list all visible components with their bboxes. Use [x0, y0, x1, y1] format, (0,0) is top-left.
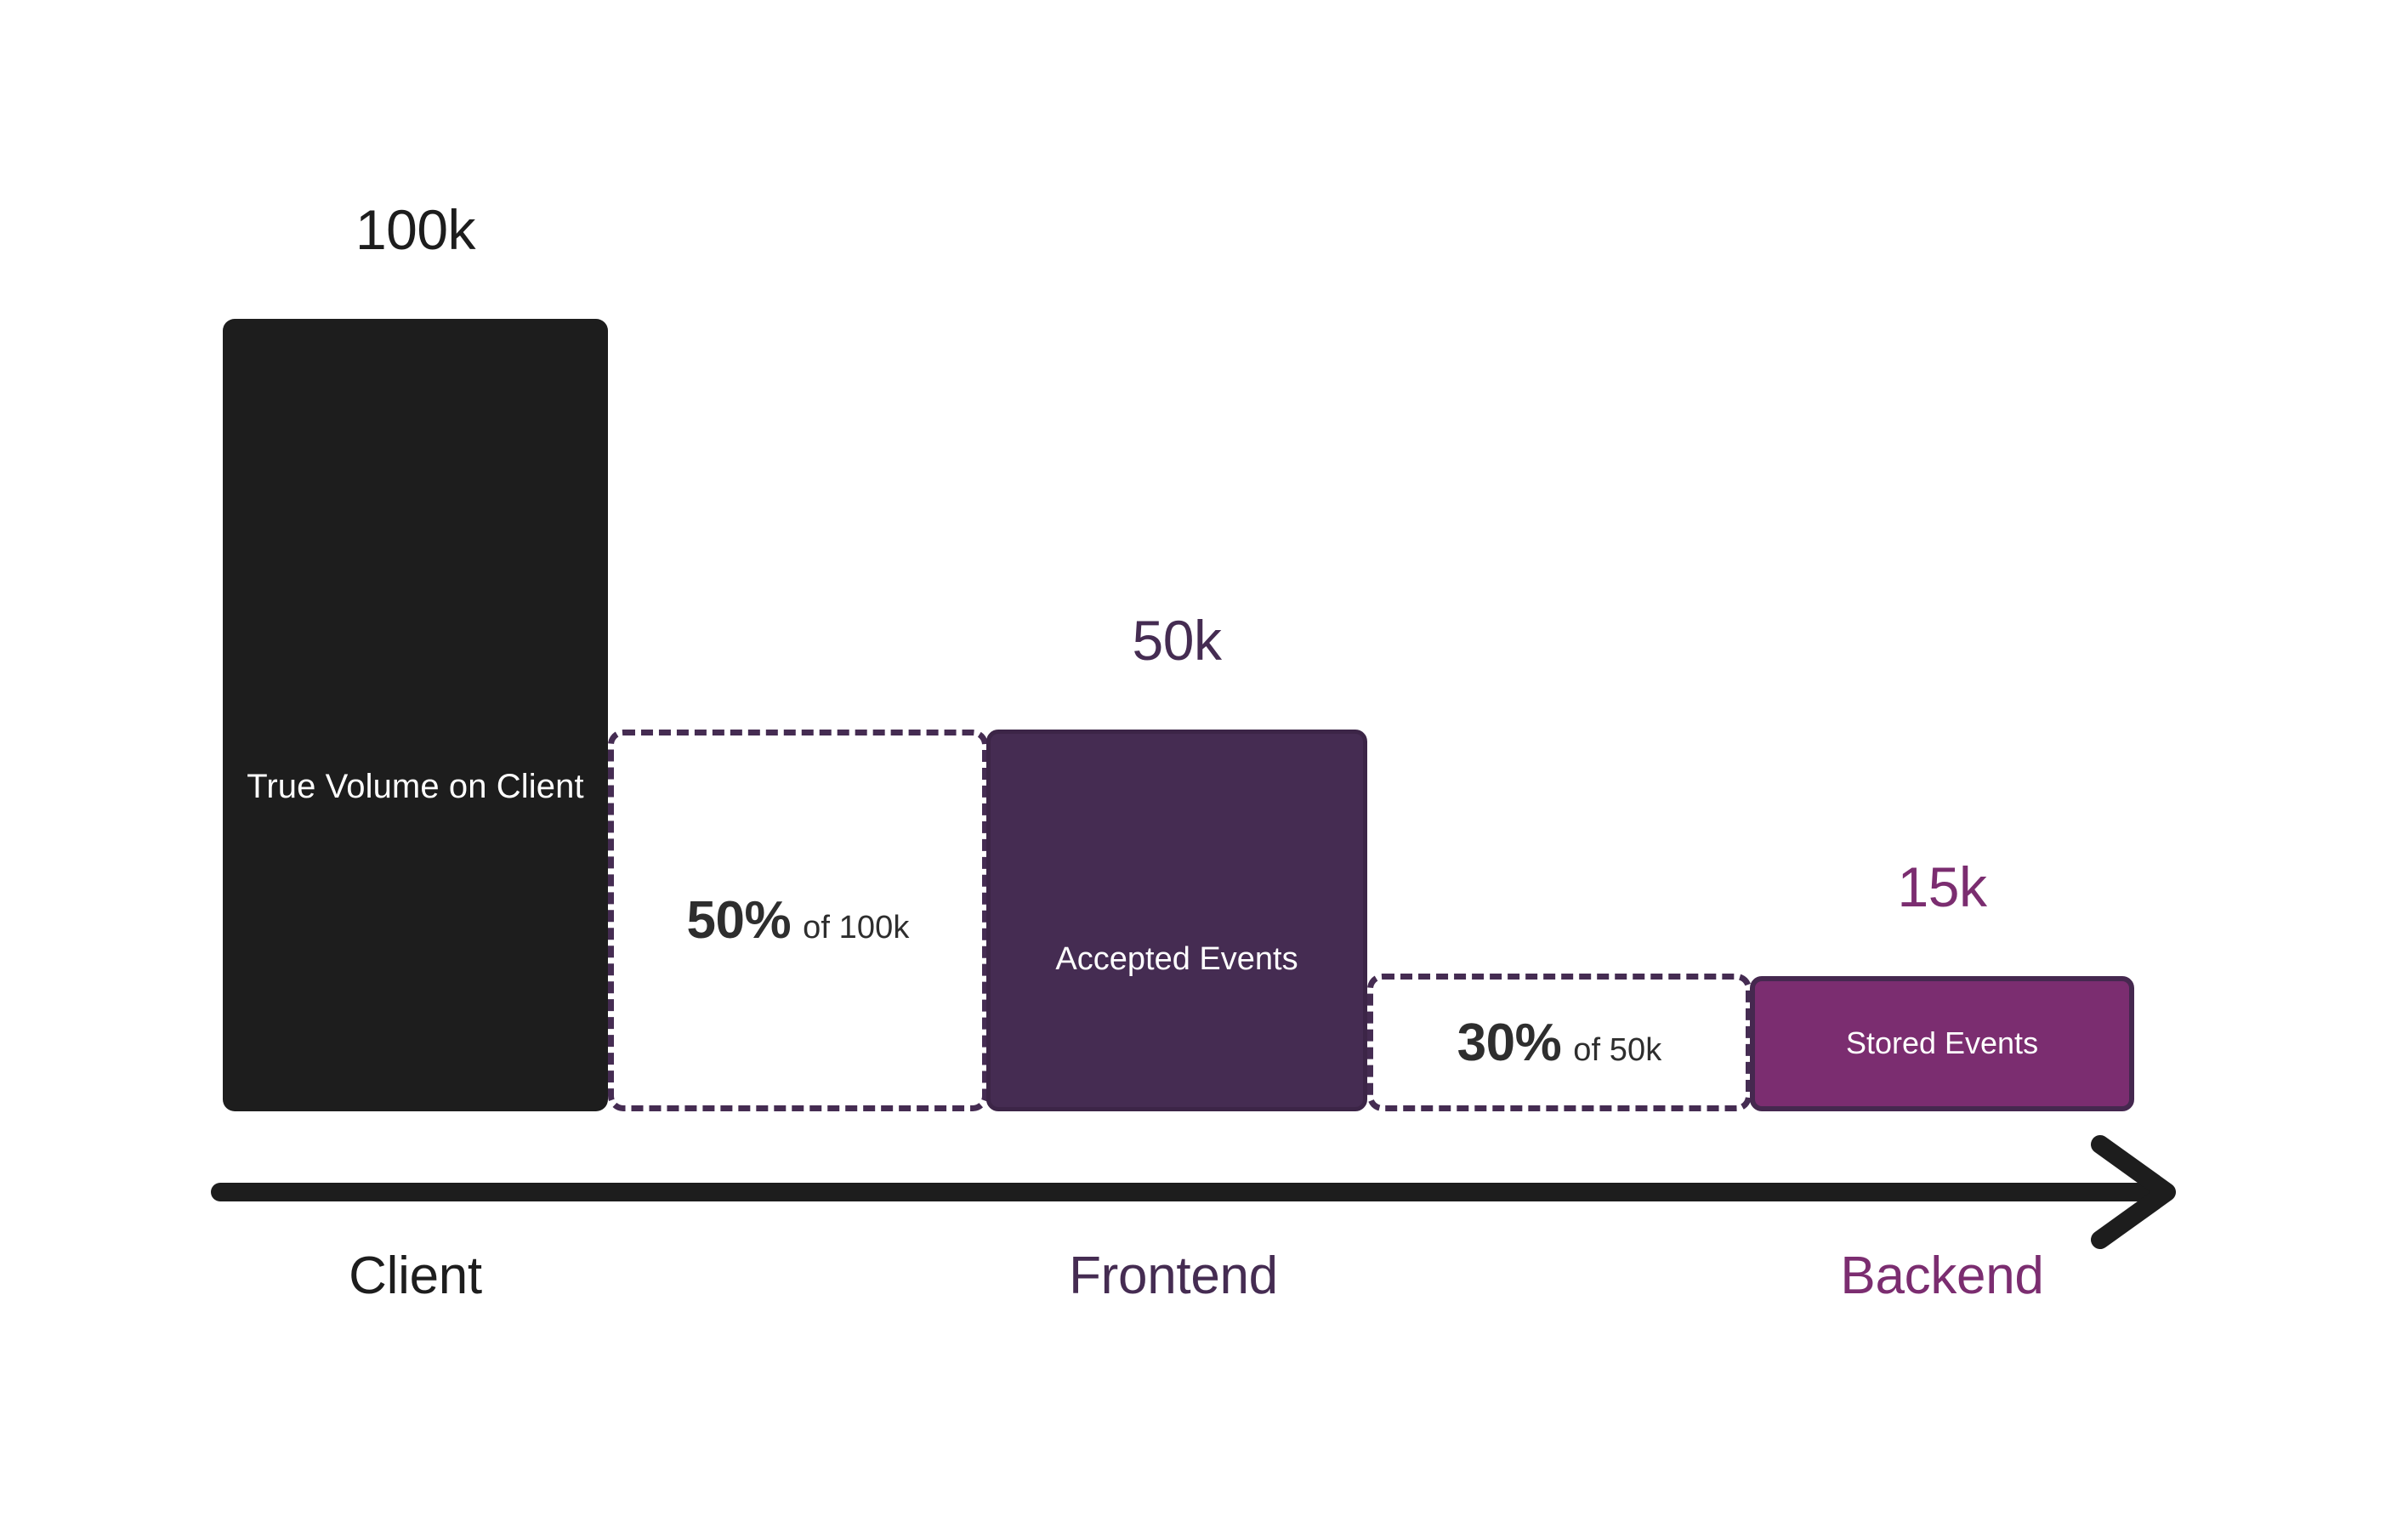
bar-true-volume-on-client: True Volume on Client: [223, 319, 608, 1111]
arrow-right-icon: [211, 1135, 2176, 1249]
bar-label-true-volume-on-client: True Volume on Client: [247, 768, 584, 806]
flow-axis: [211, 1135, 2192, 1250]
bar-label-stored-events: Stored Events: [1845, 1025, 2039, 1061]
dropoff-base-frontend: of 100k: [803, 910, 910, 946]
value-label-backend: 15k: [1897, 855, 1987, 918]
bar-label-accepted-events: Accepted Events: [1055, 940, 1298, 977]
axis-label-backend: Backend: [1840, 1247, 2044, 1305]
value-label-client: 100k: [355, 198, 476, 261]
bar-stored-events: Stored Events: [1750, 976, 2134, 1111]
dropoff-base-backend: of 50k: [1573, 1031, 1662, 1068]
axis-label-client: Client: [349, 1247, 482, 1305]
value-label-frontend: 50k: [1132, 609, 1222, 672]
dropoff-text-frontend: 50% of 100k: [687, 890, 910, 951]
axis-label-frontend: Frontend: [1069, 1247, 1278, 1305]
dropoff-box-frontend: 50% of 100k: [608, 730, 988, 1111]
dropoff-box-backend: 30% of 50k: [1367, 974, 1752, 1111]
bar-accepted-events: Accepted Events: [986, 730, 1367, 1111]
dropoff-text-backend: 30% of 50k: [1457, 1013, 1662, 1073]
dropoff-percent-backend: 30%: [1457, 1013, 1562, 1072]
dropoff-percent-frontend: 50%: [686, 891, 792, 950]
